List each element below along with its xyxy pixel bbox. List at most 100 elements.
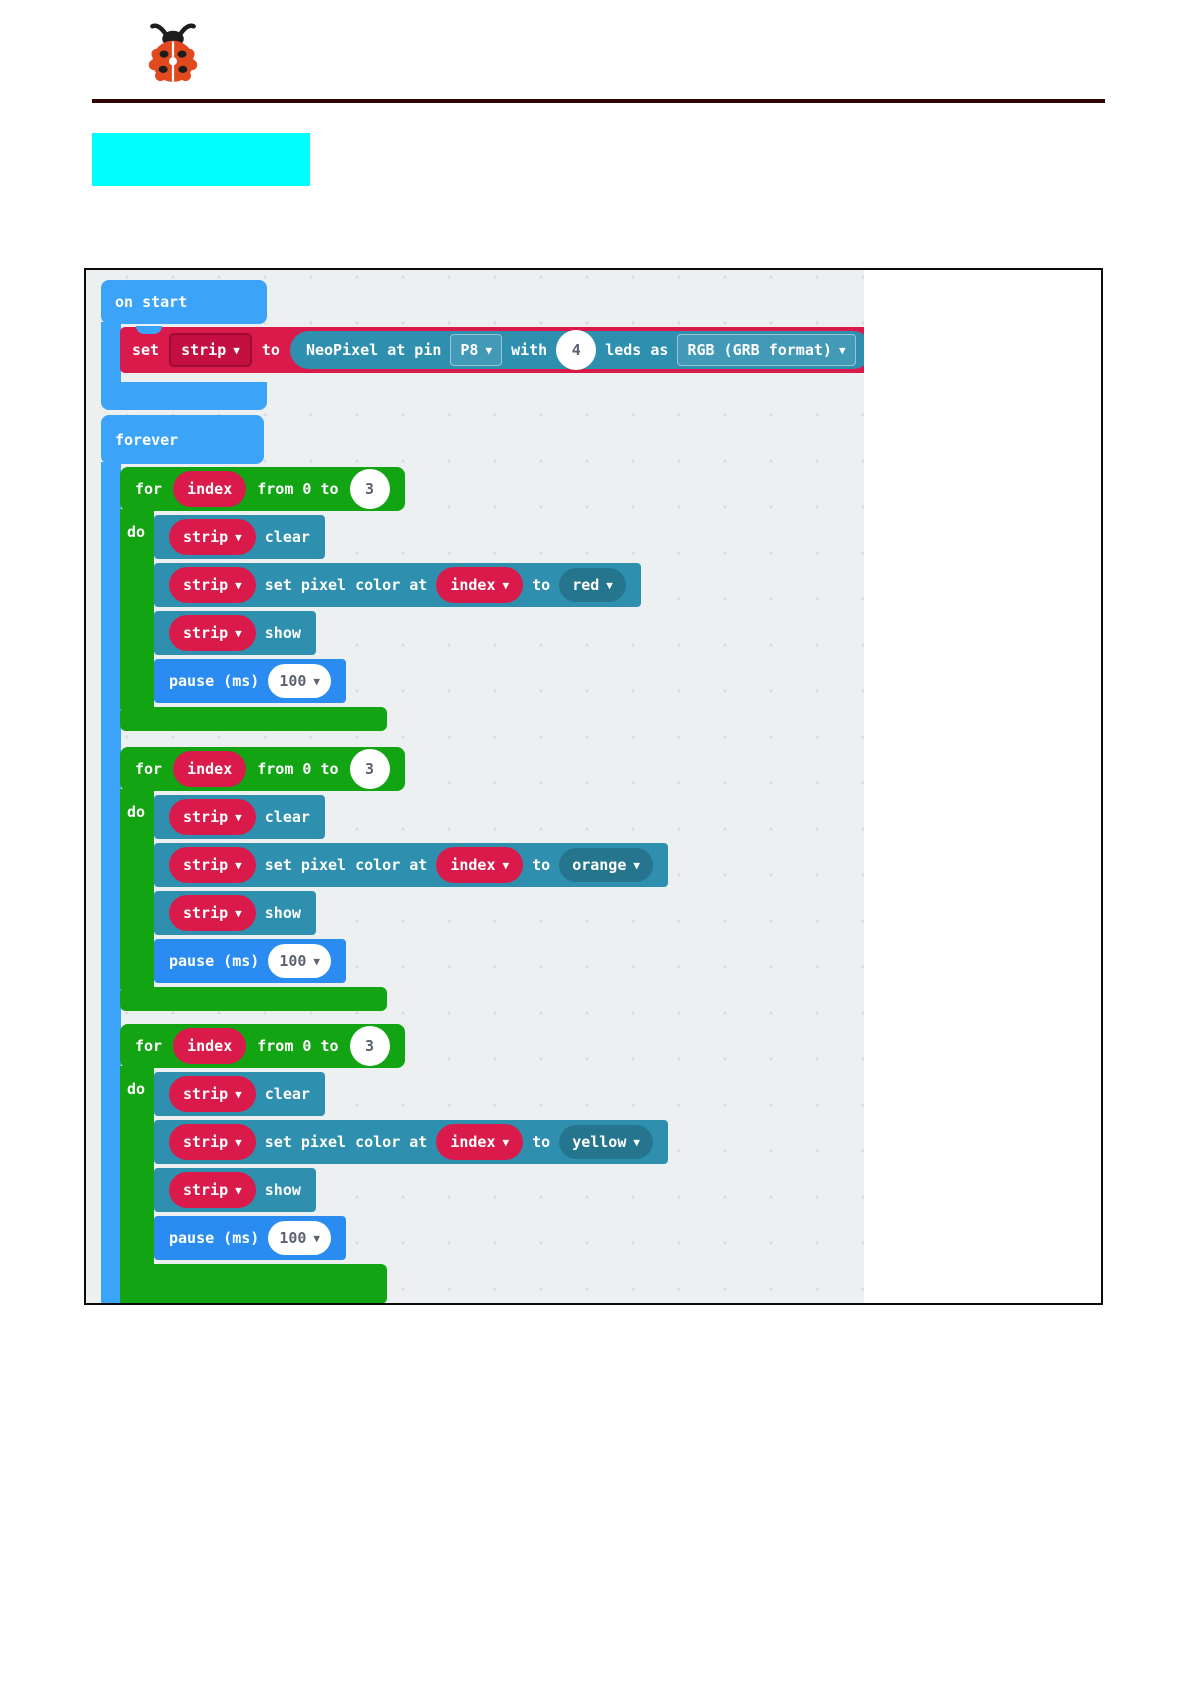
for-range-bar[interactable]: for index from 0 to 3 bbox=[120, 1024, 405, 1068]
for-label: for bbox=[135, 760, 163, 778]
do-label: do bbox=[127, 523, 146, 541]
index-variable-pill[interactable]: index bbox=[173, 1028, 247, 1064]
forever-left-wall bbox=[101, 462, 121, 1303]
strip-dropdown[interactable]: strip ▼ bbox=[169, 567, 256, 603]
chevron-down-icon: ▼ bbox=[502, 578, 510, 592]
index-label: index bbox=[450, 1133, 496, 1151]
loop-limit-field[interactable]: 3 bbox=[349, 749, 390, 789]
strip-dropdown[interactable]: strip ▼ bbox=[169, 1172, 256, 1208]
index-label: index bbox=[187, 1037, 233, 1055]
loop-limit-field[interactable]: 3 bbox=[349, 1026, 390, 1066]
color-dropdown[interactable]: red ▼ bbox=[559, 568, 626, 602]
chevron-down-icon: ▼ bbox=[633, 1135, 640, 1149]
for-label: for bbox=[135, 1037, 163, 1055]
pause-block[interactable]: pause (ms) 100 ▼ bbox=[154, 939, 347, 983]
strip-label: strip bbox=[183, 1133, 229, 1151]
index-variable-pill[interactable]: index bbox=[173, 471, 247, 507]
header-divider bbox=[92, 99, 1105, 103]
chevron-down-icon: ▼ bbox=[606, 578, 613, 592]
set-pixel-color-block[interactable]: strip ▼ set pixel color at index ▼ to ye… bbox=[154, 1120, 668, 1164]
set-strip-block[interactable]: set strip ▼ to NeoPixel at pin P8 ▼ with… bbox=[120, 326, 864, 373]
index-dropdown[interactable]: index ▼ bbox=[436, 847, 524, 883]
highlight-box bbox=[92, 133, 310, 186]
loop-limit-field[interactable]: 3 bbox=[349, 469, 390, 509]
to-label: to bbox=[261, 341, 280, 359]
strip-variable-dropdown[interactable]: strip ▼ bbox=[169, 333, 252, 367]
pause-block[interactable]: pause (ms) 100 ▼ bbox=[154, 659, 347, 703]
neopixel-pin-label: NeoPixel at pin bbox=[305, 341, 442, 359]
index-label: index bbox=[187, 480, 233, 498]
strip-clear-block[interactable]: strip ▼ clear bbox=[154, 1072, 325, 1116]
pause-duration-dropdown[interactable]: 100 ▼ bbox=[268, 944, 332, 978]
strip-show-block[interactable]: strip ▼ show bbox=[154, 611, 316, 655]
pin-value: P8 bbox=[460, 341, 479, 359]
loop-bottom-bar bbox=[120, 987, 387, 1011]
set-pixel-label: set pixel color at bbox=[264, 576, 428, 594]
set-pixel-color-block[interactable]: strip ▼ set pixel color at index ▼ to re… bbox=[154, 563, 641, 607]
color-value: yellow bbox=[572, 1133, 627, 1151]
strip-show-block[interactable]: strip ▼ show bbox=[154, 891, 316, 935]
index-dropdown[interactable]: index ▼ bbox=[436, 1124, 524, 1160]
strip-dropdown[interactable]: strip ▼ bbox=[169, 895, 256, 931]
chevron-down-icon: ▼ bbox=[313, 1231, 321, 1245]
on-start-bottom bbox=[101, 382, 267, 410]
strip-label: strip bbox=[183, 1181, 229, 1199]
pause-label: pause (ms) bbox=[169, 952, 260, 970]
range-label: from 0 to bbox=[257, 480, 339, 498]
do-wall bbox=[120, 509, 154, 709]
strip-clear-block[interactable]: strip ▼ clear bbox=[154, 795, 325, 839]
pause-duration-dropdown[interactable]: 100 ▼ bbox=[268, 1221, 332, 1255]
range-label: from 0 to bbox=[257, 1037, 339, 1055]
neopixel-reporter-block[interactable]: NeoPixel at pin P8 ▼ with 4 leds as RGB … bbox=[289, 330, 864, 370]
pin-dropdown[interactable]: P8 ▼ bbox=[450, 334, 503, 366]
chevron-down-icon: ▼ bbox=[633, 858, 640, 872]
clear-label: clear bbox=[264, 808, 310, 826]
strip-dropdown[interactable]: strip ▼ bbox=[169, 1124, 256, 1160]
forever-block[interactable]: forever bbox=[101, 415, 264, 464]
on-start-block[interactable]: on start bbox=[101, 280, 267, 324]
chevron-down-icon: ▼ bbox=[313, 954, 321, 968]
loop-limit-value: 3 bbox=[365, 1037, 375, 1055]
pause-block[interactable]: pause (ms) 100 ▼ bbox=[154, 1216, 347, 1260]
led-count-field[interactable]: 4 bbox=[556, 330, 597, 370]
set-pixel-label: set pixel color at bbox=[264, 856, 428, 874]
clear-label: clear bbox=[264, 528, 310, 546]
index-label: index bbox=[187, 760, 233, 778]
index-variable-pill[interactable]: index bbox=[173, 751, 247, 787]
set-pixel-color-block[interactable]: strip ▼ set pixel color at index ▼ to or… bbox=[154, 843, 668, 887]
chevron-down-icon: ▼ bbox=[235, 530, 242, 544]
strip-label: strip bbox=[183, 528, 229, 546]
format-dropdown[interactable]: RGB (GRB format) ▼ bbox=[677, 334, 856, 366]
index-label: index bbox=[450, 856, 496, 874]
for-label: for bbox=[135, 480, 163, 498]
range-label: from 0 to bbox=[257, 760, 339, 778]
strip-show-block[interactable]: strip ▼ show bbox=[154, 1168, 316, 1212]
strip-dropdown[interactable]: strip ▼ bbox=[169, 615, 256, 651]
pause-label: pause (ms) bbox=[169, 1229, 260, 1247]
puzzle-notch bbox=[136, 326, 162, 334]
makecode-workspace[interactable]: on start set strip ▼ to NeoPixel at pin … bbox=[86, 270, 864, 1303]
for-range-bar[interactable]: for index from 0 to 3 bbox=[120, 467, 405, 511]
color-value: orange bbox=[572, 856, 627, 874]
clear-label: clear bbox=[264, 1085, 310, 1103]
chevron-down-icon: ▼ bbox=[235, 810, 242, 824]
strip-clear-block[interactable]: strip ▼ clear bbox=[154, 515, 325, 559]
strip-label: strip bbox=[183, 576, 229, 594]
show-label: show bbox=[264, 904, 301, 922]
color-dropdown[interactable]: orange ▼ bbox=[559, 848, 653, 882]
to-label: to bbox=[532, 856, 551, 874]
strip-dropdown[interactable]: strip ▼ bbox=[169, 799, 256, 835]
color-dropdown[interactable]: yellow ▼ bbox=[559, 1125, 653, 1159]
strip-dropdown[interactable]: strip ▼ bbox=[169, 847, 256, 883]
strip-dropdown[interactable]: strip ▼ bbox=[169, 1076, 256, 1112]
index-dropdown[interactable]: index ▼ bbox=[436, 567, 524, 603]
do-label: do bbox=[127, 803, 146, 821]
for-range-bar[interactable]: for index from 0 to 3 bbox=[120, 747, 405, 791]
chevron-down-icon: ▼ bbox=[485, 343, 493, 357]
strip-dropdown[interactable]: strip ▼ bbox=[169, 519, 256, 555]
set-label: set bbox=[132, 341, 160, 359]
chevron-down-icon: ▼ bbox=[235, 858, 242, 872]
strip-label: strip bbox=[183, 808, 229, 826]
pause-duration-dropdown[interactable]: 100 ▼ bbox=[268, 664, 332, 698]
color-value: red bbox=[572, 576, 600, 594]
